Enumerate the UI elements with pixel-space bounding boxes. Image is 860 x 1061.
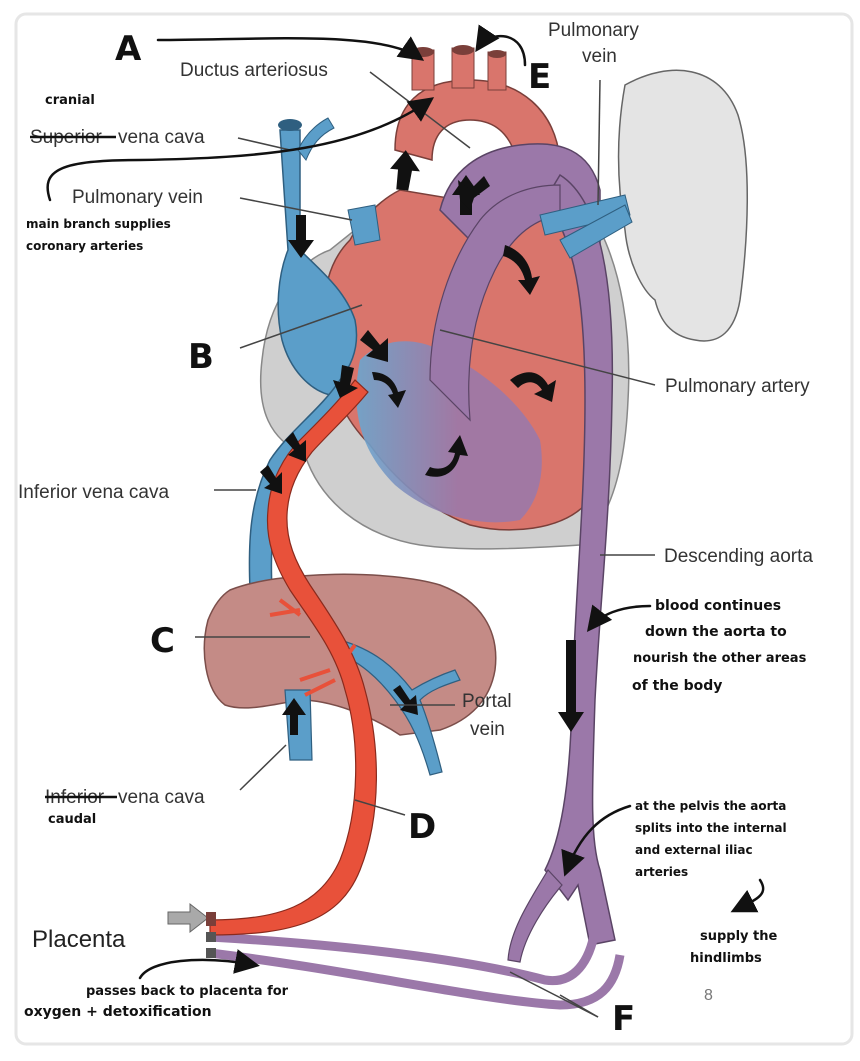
annotation-blood-continues-3: nourish the other areas [633, 651, 807, 666]
letter-f: F [612, 999, 635, 1039]
left-iliac [507, 869, 563, 963]
letter-a: A [115, 29, 142, 69]
pulmonary-vein-left [347, 204, 381, 246]
mixed-ventricle [356, 341, 542, 523]
placenta-arrow [167, 902, 209, 934]
umbilical-vein [209, 379, 377, 936]
annotation-pelvis-2: splits into the internal [635, 821, 787, 835]
annotation-hindlimbs-2: hindlimbs [690, 951, 762, 966]
letter-b: B [188, 337, 214, 377]
label-pulmonary-vein-top-1: Pulmonary [548, 20, 639, 41]
annotation-main-branch-2: coronary arteries [26, 239, 143, 253]
pulmonary-vein-right [539, 194, 631, 236]
portal-vein [328, 639, 461, 776]
label-descending-aorta: Descending aorta [664, 546, 813, 567]
descending-aorta [544, 173, 616, 946]
label-inferior-vena-cava: Inferior vena cava [18, 482, 169, 503]
label-pulmonary-vein-top-2: vein [582, 46, 617, 67]
label-pulmonary-artery: Pulmonary artery [665, 376, 810, 397]
letter-c: C [150, 621, 175, 661]
purple-ductus-body [429, 184, 561, 422]
annotation-blood-continues-1: blood continues [655, 598, 781, 614]
label-inferior-lower-rest: vena cava [118, 787, 205, 808]
label-superior-vena-cava: vena cava [118, 127, 205, 148]
annotation-passes-2: oxygen + detoxification [24, 1004, 212, 1020]
annotation-hindlimbs-1: supply the [700, 929, 778, 944]
label-placenta: Placenta [32, 926, 126, 953]
annotation-passes-1: passes back to placenta for [86, 984, 289, 999]
label-portal-vein-2: vein [470, 719, 505, 740]
label-pulmonary-vein-left: Pulmonary vein [72, 187, 203, 208]
annotation-blood-continues-4: of the body [632, 678, 722, 694]
hepatic-branches [269, 598, 357, 697]
flow-arrows [260, 150, 584, 735]
svc-branch [297, 117, 335, 161]
annotation-pelvis-1: at the pelvis the aorta [635, 799, 786, 813]
annotation-pelvis-3: and external iliac [635, 843, 753, 857]
label-portal-vein-1: Portal [462, 691, 512, 712]
pulmonary-vein-right-2 [559, 204, 633, 259]
handwritten-arrows [46, 24, 765, 980]
umbilical-artery-2 [209, 948, 625, 1010]
letter-d: D [408, 807, 436, 847]
annotation-pelvis-4: arteries [635, 865, 688, 879]
annotation-blood-continues-2: down the aorta to [645, 624, 787, 640]
annotation-cranial: cranial [45, 93, 95, 108]
annotation-caudal: caudal [48, 812, 96, 827]
label-ductus-arteriosus: Ductus arteriosus [180, 60, 328, 81]
letter-e: E [528, 57, 551, 97]
page-number: 8 [704, 987, 713, 1004]
annotation-main-branch-1: main branch supplies [26, 217, 171, 231]
umbilical-artery-1 [209, 929, 600, 986]
caudal-vena-cava [284, 689, 313, 761]
